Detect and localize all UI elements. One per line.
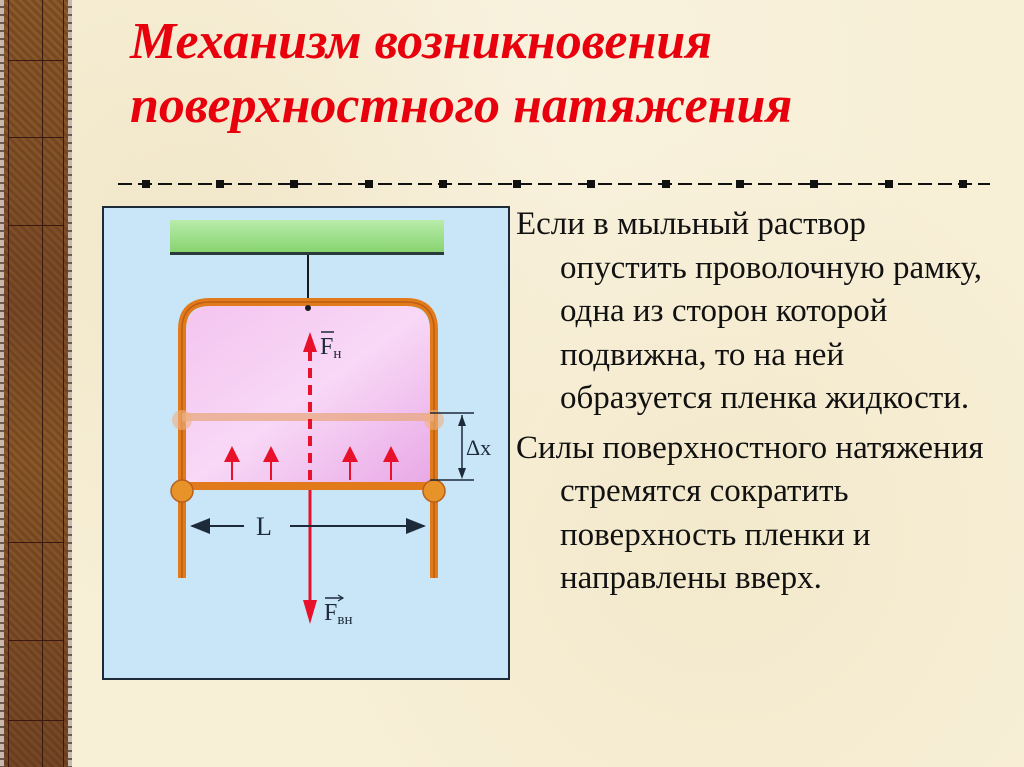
- strip-edge-right: [68, 0, 72, 767]
- paragraph-1: Если в мыльный раствор опустить проволоч…: [516, 206, 983, 416]
- soap-film: [186, 306, 430, 486]
- surface-tension-arrows: [224, 446, 399, 480]
- strip-divider-horizontal: [9, 640, 63, 641]
- displacement-label: Δx: [466, 435, 491, 460]
- strip-divider-horizontal: [9, 720, 63, 721]
- strip-edge-left: [0, 0, 4, 767]
- crossbar-initial: [182, 413, 434, 421]
- force-top-label: Fн: [320, 334, 341, 362]
- movable-crossbar: [182, 482, 434, 490]
- title-line-1: Механизм возникновения: [130, 13, 713, 70]
- decorative-side-strip: [0, 0, 72, 767]
- paragraph-2: Силы поверхностного натяжения стремятся …: [516, 429, 984, 597]
- force-bottom-label: Fвн: [324, 600, 352, 628]
- strip-divider-horizontal: [9, 542, 63, 543]
- title-line-2: поверхностного натяжения: [130, 77, 793, 134]
- support-bar: [170, 220, 444, 255]
- slide-title: Механизм возникновения поверхностного на…: [130, 10, 990, 138]
- strip-divider-horizontal: [9, 137, 63, 138]
- soap-film-diagram: Fн Fвн L Δx: [102, 206, 510, 680]
- strip-divider-vertical: [42, 0, 43, 767]
- strip-frame: [8, 0, 64, 767]
- wire-frame-diagram: Fн Fвн L Δx: [170, 220, 491, 628]
- length-label: L: [256, 512, 272, 541]
- strip-divider-horizontal: [9, 225, 63, 226]
- explanation-text: Если в мыльный раствор опустить проволоч…: [516, 203, 996, 607]
- dashed-divider-icon: [118, 180, 990, 188]
- strip-divider-horizontal: [9, 60, 63, 61]
